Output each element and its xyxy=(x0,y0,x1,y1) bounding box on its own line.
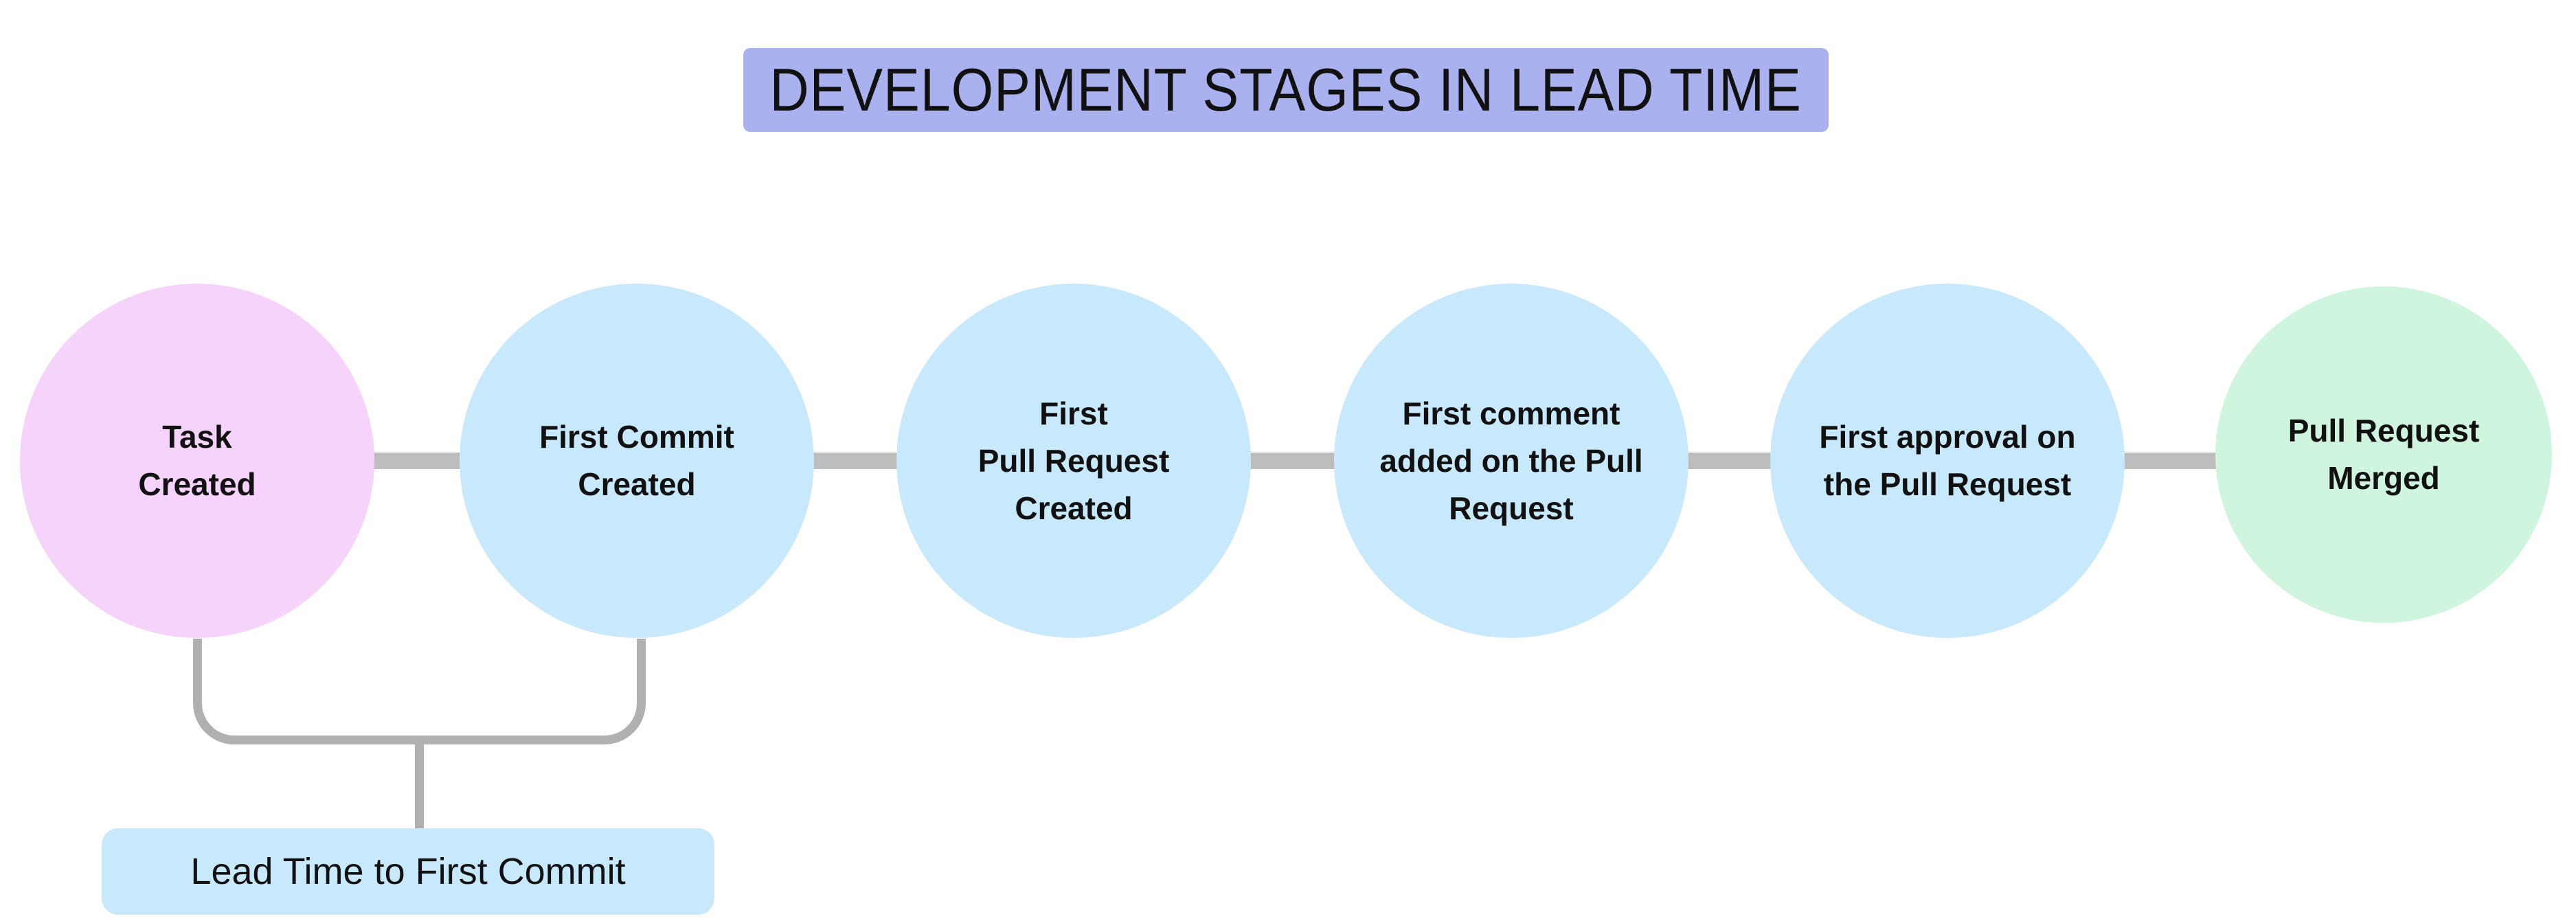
stage-first-commit-created: First Commit Created xyxy=(460,284,814,638)
stage-label: First approval on the Pull Request xyxy=(1819,419,2076,502)
lead-time-annotation: Lead Time to First Commit xyxy=(102,828,714,915)
stage-label: First comment added on the Pull Request xyxy=(1379,395,1643,526)
lead-time-bracket-stem xyxy=(415,742,424,831)
stage-first-approval: First approval on the Pull Request xyxy=(1770,284,2125,638)
stage-label: First Pull Request Created xyxy=(978,395,1170,526)
stage-label: Task Created xyxy=(138,419,256,502)
lead-time-annotation-text: Lead Time to First Commit xyxy=(190,851,626,892)
lead-time-bracket xyxy=(193,639,646,744)
stage-first-comment-added: First comment added on the Pull Request xyxy=(1334,284,1688,638)
stage-label: First Commit Created xyxy=(539,419,734,502)
stage-first-pull-request-created: First Pull Request Created xyxy=(896,284,1251,638)
stage-pull-request-merged: Pull Request Merged xyxy=(2215,286,2552,623)
stage-label: Pull Request Merged xyxy=(2287,413,2480,496)
stage-task-created: Task Created xyxy=(20,284,374,638)
title-banner: DEVELOPMENT STAGES IN LEAD TIME xyxy=(743,48,1829,132)
diagram-title: DEVELOPMENT STAGES IN LEAD TIME xyxy=(769,56,1803,124)
